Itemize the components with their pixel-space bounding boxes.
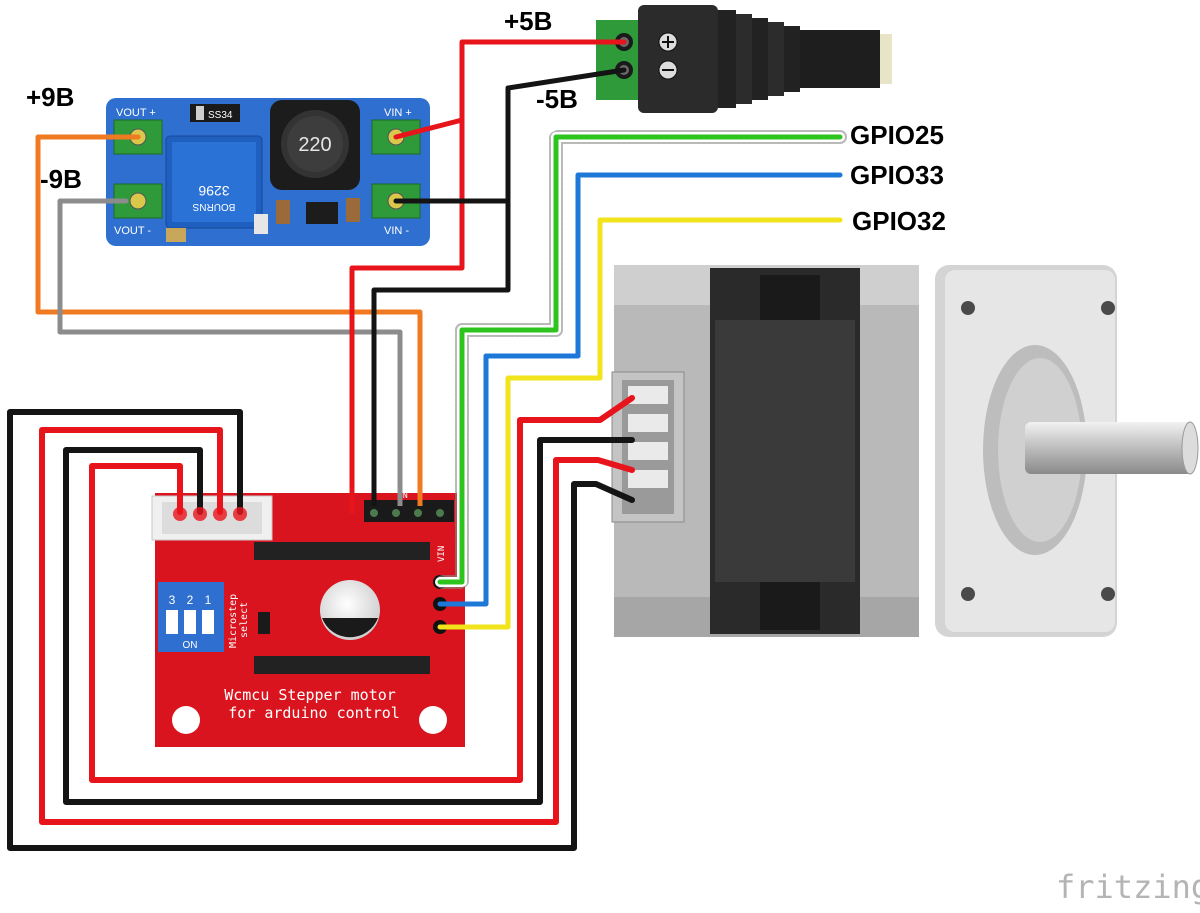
wire-black-5v bbox=[371, 67, 627, 515]
wire-blue-gpio33 bbox=[437, 172, 843, 607]
board-title-line2: for arduino control bbox=[228, 704, 400, 722]
board-title-line1: Wcmcu Stepper motor bbox=[224, 686, 396, 704]
wire-green-gpio25 bbox=[437, 134, 843, 585]
wire-motor-red-1 bbox=[39, 427, 635, 825]
vout-plus-label: VOUT + bbox=[116, 107, 156, 119]
plus-5v-label: +5B bbox=[504, 6, 552, 36]
minus-5v-label: -5B bbox=[536, 84, 578, 114]
stepper-motor bbox=[611, 265, 1199, 637]
dip-label: 1 bbox=[205, 593, 212, 607]
pot-brand-label: BOURNS bbox=[192, 201, 235, 212]
vin-plus-label: VIN + bbox=[384, 107, 412, 119]
wire-yellow-gpio32 bbox=[437, 217, 843, 630]
wire-red-5v bbox=[349, 39, 627, 515]
wire-motor-black-1 bbox=[7, 409, 635, 851]
screw-hole-icon bbox=[961, 301, 975, 315]
screw-hole-icon bbox=[1101, 301, 1115, 315]
vout-minus-label: VOUT - bbox=[114, 225, 151, 237]
plus-9v-label: +9B bbox=[26, 82, 74, 112]
header-pins bbox=[173, 506, 450, 521]
labels: +9B -9B +5B -5B GPIO25 GPIO33 GPIO32 fri… bbox=[26, 6, 1200, 906]
dc-power-jack bbox=[596, 5, 892, 113]
boost-converter-module: VOUT + VOUT - VIN + VIN - SS34 3296 BOUR… bbox=[106, 98, 430, 246]
gpio25-label: GPIO25 bbox=[850, 120, 944, 150]
microstep-select-label: select bbox=[239, 602, 250, 638]
fritzing-logo: fritzing bbox=[1056, 868, 1200, 906]
gpio33-label: GPIO33 bbox=[850, 160, 944, 190]
wire-motor-red-2 bbox=[89, 395, 635, 783]
microstep-label: Microstep bbox=[228, 594, 239, 648]
vin-minus-label: VIN - bbox=[384, 225, 409, 237]
screw-hole-icon bbox=[961, 587, 975, 601]
gpio32-label: GPIO32 bbox=[852, 206, 946, 236]
dip-label: 3 bbox=[169, 593, 176, 607]
wire-motor-black-2 bbox=[63, 437, 635, 805]
gnd-pin-label: GN bbox=[398, 491, 408, 500]
vin-pin-label: VIN bbox=[437, 546, 447, 562]
dip-on-label: ON bbox=[183, 640, 198, 651]
wires bbox=[7, 39, 847, 851]
dip-label: 2 bbox=[187, 593, 194, 607]
screw-hole-icon bbox=[1101, 587, 1115, 601]
wire-orange bbox=[35, 134, 423, 515]
wire-gray bbox=[57, 198, 403, 515]
minus-9v-label: -9B bbox=[40, 164, 82, 194]
inductor-label: 220 bbox=[298, 134, 331, 156]
pot-code-label: 3296 bbox=[198, 183, 229, 199]
diode-label: SS34 bbox=[208, 110, 233, 121]
motor-shaft bbox=[1025, 422, 1195, 474]
stepper-driver-board: 3 2 1 ON Microstep select Wcmcu Stepper … bbox=[151, 491, 465, 747]
